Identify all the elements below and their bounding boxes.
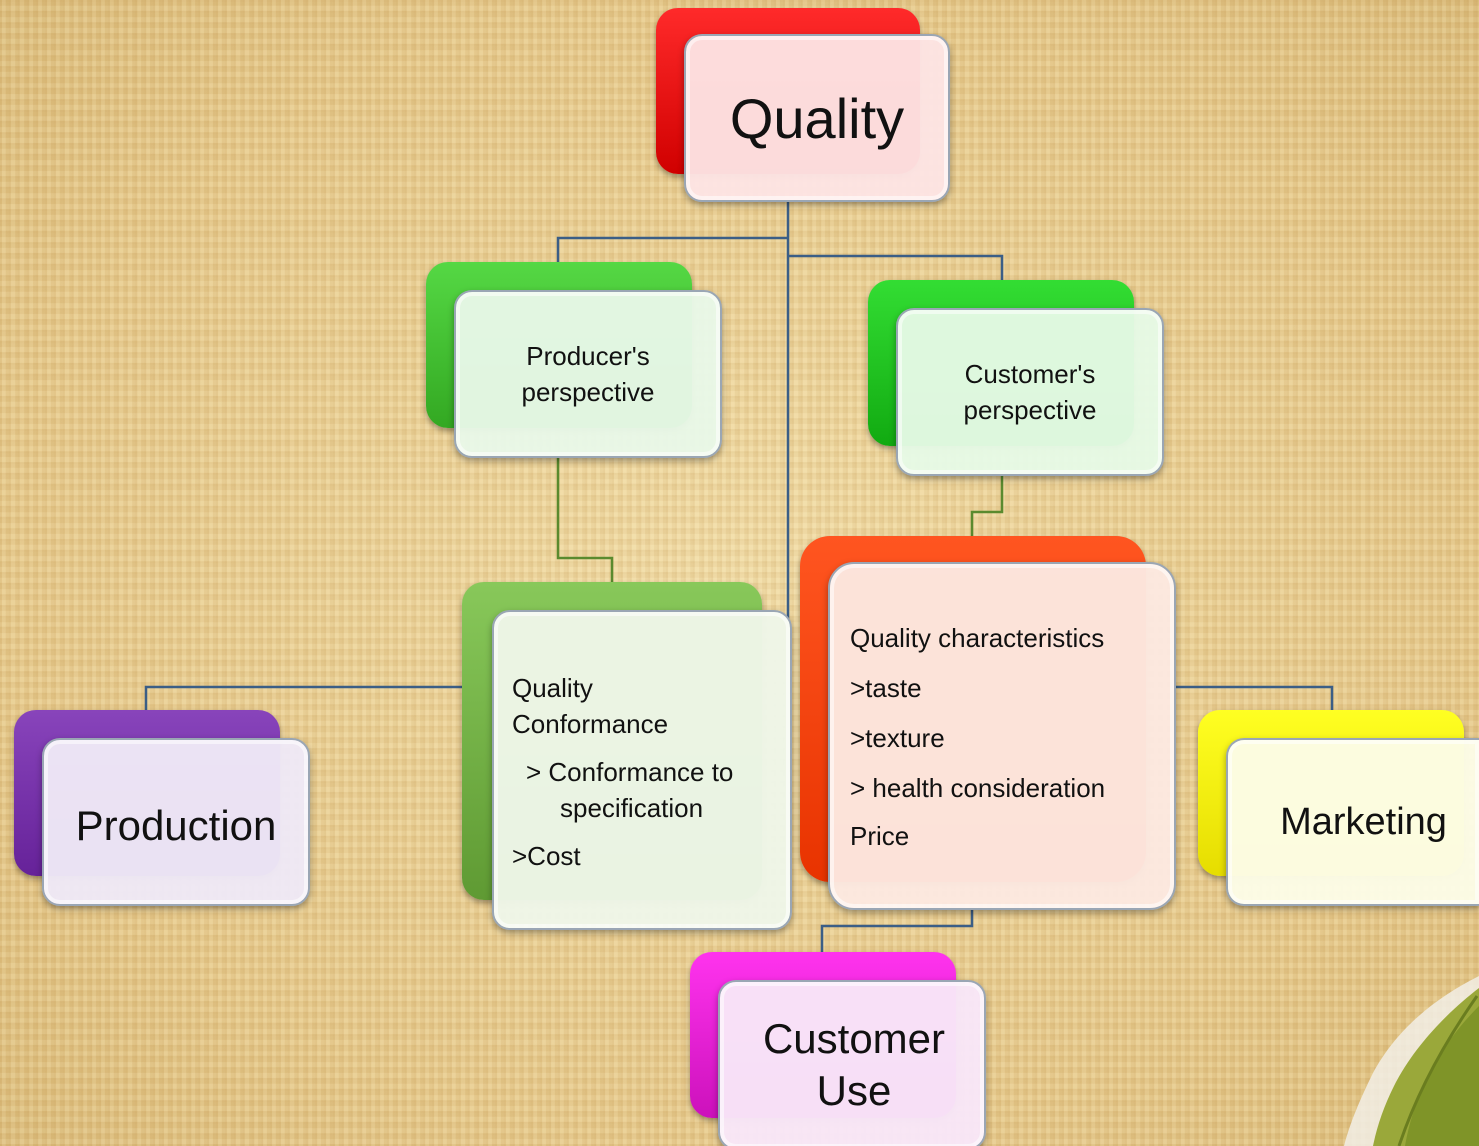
node-conformance-line3: > Conformance to xyxy=(526,757,734,787)
node-conformance-line1: Quality xyxy=(512,673,593,703)
node-conformance-line2: Conformance xyxy=(512,709,669,739)
node-quality-box: Quality xyxy=(684,34,950,202)
node-quality: Quality xyxy=(656,8,952,204)
node-customer-box: Customer's perspective xyxy=(896,308,1164,476)
node-characteristics-line3: >texture xyxy=(850,723,945,753)
connector-producer-conformance xyxy=(556,458,614,582)
node-marketing-box: Marketing xyxy=(1226,738,1479,906)
node-producer-box: Producer's perspective xyxy=(454,290,722,458)
node-characteristics-line1: Quality characteristics xyxy=(850,623,1105,653)
node-production-label: Production xyxy=(75,802,277,849)
node-conformance-line5: >Cost xyxy=(512,841,581,871)
connector-conformance-production xyxy=(144,685,462,712)
connector-characteristics-marketing xyxy=(1176,685,1334,710)
node-producer-label-line2: perspective xyxy=(521,377,655,407)
node-characteristics-box: Quality characteristics >taste >texture … xyxy=(828,562,1176,910)
node-customer-label-line1: Customer's xyxy=(964,359,1096,389)
connector-customer-characteristics xyxy=(970,476,1004,536)
node-production: Production xyxy=(14,710,312,908)
node-conformance-line4: specification xyxy=(560,793,704,823)
node-quality-conformance: Quality Conformance > Conformance to spe… xyxy=(462,582,794,932)
node-quality-label: Quality xyxy=(729,86,905,150)
node-marketing-label: Marketing xyxy=(1280,800,1447,843)
node-producer-perspective: Producer's perspective xyxy=(426,262,724,460)
node-characteristics-line4: > health consideration xyxy=(850,773,1106,803)
connector-root-customer xyxy=(788,254,1004,282)
node-marketing: Marketing xyxy=(1198,710,1479,908)
node-production-box: Production xyxy=(42,738,310,906)
node-customer-use-label-line1: Customer xyxy=(762,1015,946,1062)
leaf-decoration-icon xyxy=(1344,976,1479,1146)
node-producer-label-line1: Producer's xyxy=(526,341,650,371)
node-customer-use-label-line2: Use xyxy=(816,1067,892,1114)
node-characteristics-line5: Price xyxy=(850,821,910,851)
node-customer-use: Customer Use xyxy=(690,952,988,1146)
node-conformance-box: Quality Conformance > Conformance to spe… xyxy=(492,610,792,930)
node-characteristics-line2: >taste xyxy=(850,673,922,703)
node-customer-use-box: Customer Use xyxy=(718,980,986,1146)
node-customer-label-line2: perspective xyxy=(963,395,1097,425)
node-quality-characteristics: Quality characteristics >taste >texture … xyxy=(800,536,1178,912)
connector-root-producer xyxy=(556,236,788,262)
connector-characteristics-customeruse xyxy=(820,910,974,952)
node-customer-perspective: Customer's perspective xyxy=(868,280,1166,478)
